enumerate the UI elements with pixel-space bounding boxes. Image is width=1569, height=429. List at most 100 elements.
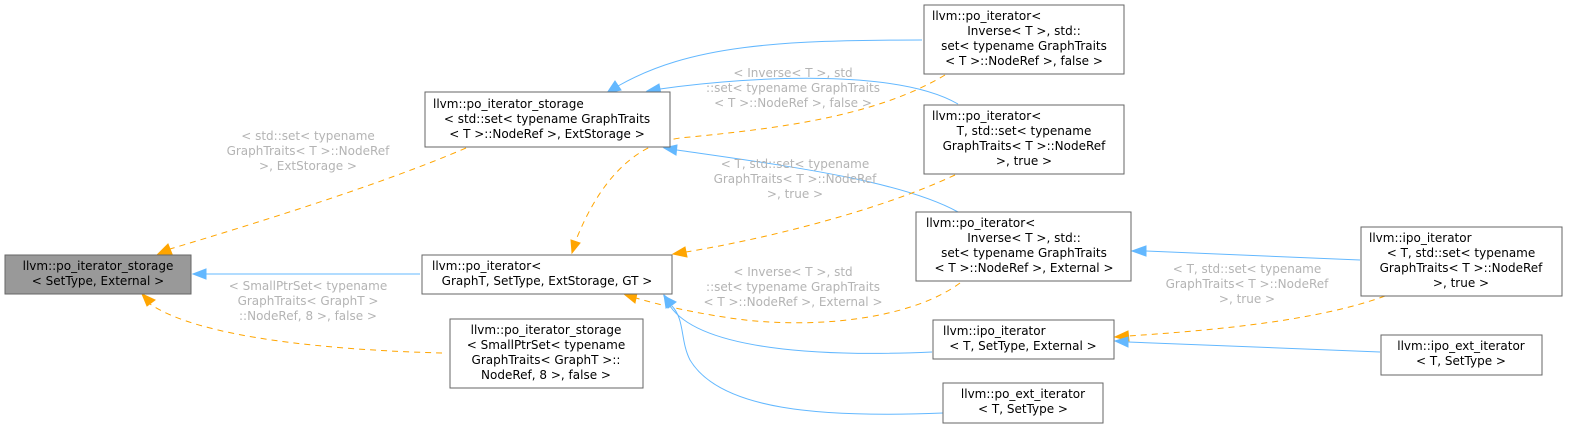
edge-arrowhead — [570, 239, 581, 255]
edge-label-line: >, ExtStorage > — [259, 159, 357, 173]
node-label-line: < T, SetType > — [1416, 354, 1506, 368]
node-label-line: NodeRef, 8 >, false > — [481, 368, 611, 382]
edge-po-inv-false-to-po-iterator — [575, 74, 946, 241]
edge-label-line: < T >::NodeRef >, false > — [714, 96, 872, 110]
edge-label-smallptrset: < SmallPtrSet< typename GraphTraits< Gra… — [229, 279, 387, 323]
node-label-line: llvm::po_iterator_storage — [23, 259, 174, 273]
edge-label-true-ipo: < T, std::set< typename GraphTraits< T >… — [1166, 262, 1330, 306]
edge-arrowhead — [1113, 336, 1129, 348]
node-label-line: llvm::ipo_ext_iterator — [1397, 339, 1525, 353]
edge-label-line: ::NodeRef, 8 >, false > — [239, 309, 377, 323]
edge-label-line: GraphTraits< T >::NodeRef — [227, 144, 391, 158]
edge-label-true-po: < T, std::set< typename GraphTraits< T >… — [714, 157, 878, 201]
edge-ipo-true-to-ipo-iterator — [1127, 295, 1386, 337]
node-label-line: < T, SetType, External > — [949, 339, 1096, 353]
edge-arrowhead — [663, 295, 677, 309]
edge-ipo-iterator-to-po-iterator — [669, 305, 933, 354]
node-label-line: < T >::NodeRef >, false > — [945, 54, 1103, 68]
node-box — [932, 319, 1115, 360]
edge-arrowhead — [141, 293, 156, 307]
node-label-line: GraphTraits< T >::NodeRef — [943, 139, 1107, 153]
node-label-line: < std::set< typename GraphTraits — [444, 112, 650, 126]
node-label-line: < T >::NodeRef >, ExtStorage > — [449, 127, 645, 141]
node-label-line: llvm::ipo_iterator — [943, 324, 1046, 338]
edge-po-inv-false-to-storage-ext — [617, 39, 923, 87]
node-po-iterator-storage-smallptrset[interactable]: llvm::po_iterator_storage < SmallPtrSet<… — [449, 318, 644, 389]
node-label-line: >, true > — [996, 154, 1052, 168]
edge-label-line: < T >::NodeRef >, External > — [703, 295, 882, 309]
node-label-line: < T >::NodeRef >, External > — [934, 261, 1113, 275]
node-label-line: llvm::po_iterator< — [926, 216, 1035, 230]
node-ipo-iterator-external[interactable]: llvm::ipo_iterator < T, SetType, Externa… — [932, 319, 1115, 360]
node-ipo-ext-iterator[interactable]: llvm::ipo_ext_iterator < T, SetType > — [1380, 334, 1543, 376]
node-po-iterator-inverse-false[interactable]: llvm::po_iterator< Inverse< T >, std:: s… — [923, 4, 1125, 75]
node-label-line: llvm::ipo_iterator — [1369, 231, 1472, 245]
edge-arrowhead — [191, 268, 207, 280]
node-po-ext-iterator[interactable]: llvm::po_ext_iterator < T, SetType > — [942, 382, 1104, 424]
edge-arrowhead — [671, 246, 688, 258]
edge-label-line: >, true > — [767, 187, 823, 201]
node-label-line: < SmallPtrSet< typename — [467, 338, 625, 352]
node-label-line: llvm::po_iterator< — [432, 259, 541, 273]
edge-label-line: GraphTraits< GraphT > — [238, 294, 379, 308]
edge-po-ext-iterator-to-po-iterator — [671, 305, 944, 415]
edge-label-inverse-false: < Inverse< T >, std ::set< typename Grap… — [706, 66, 880, 110]
node-box — [424, 91, 671, 148]
node-po-iterator-inverse-external[interactable]: llvm::po_iterator< Inverse< T >, std:: s… — [915, 211, 1132, 282]
edge-label-line: ::set< typename GraphTraits — [706, 81, 880, 95]
edge-label-line: < Inverse< T >, std — [733, 66, 852, 80]
edge-po-true-to-storage-ext — [659, 77, 959, 105]
node-ipo-iterator-true[interactable]: llvm::ipo_iterator < T, std::set< typena… — [1360, 226, 1563, 297]
node-label-line: Inverse< T >, std:: — [967, 231, 1081, 245]
node-label-line: >, true > — [1433, 276, 1489, 290]
edge-ipo-true-to-po-inv-external — [1145, 250, 1361, 261]
edge-arrowhead — [156, 243, 173, 255]
edge-label-line: GraphTraits< T >::NodeRef — [1166, 277, 1330, 291]
edge-label-line: < T, std::set< typename — [721, 157, 870, 171]
node-box — [449, 318, 644, 389]
node-label-line: Inverse< T >, std:: — [967, 24, 1081, 38]
node-po-iterator-storage-std-set-extstorage[interactable]: llvm::po_iterator_storage < std::set< ty… — [424, 91, 671, 148]
node-label-line: llvm::po_iterator_storage — [471, 323, 622, 337]
edge-po-true-to-po-iterator — [685, 174, 956, 253]
node-label-line: set< typename GraphTraits — [941, 39, 1107, 53]
node-label-line: set< typename GraphTraits — [941, 246, 1107, 260]
edge-storage-ext-to-storage-external — [169, 147, 467, 250]
edge-label-line: GraphTraits< T >::NodeRef — [714, 172, 878, 186]
edge-po-inv-external-to-storage-ext — [676, 149, 959, 213]
node-box — [1380, 334, 1543, 376]
node-label-line: GraphT, SetType, ExtStorage, GT > — [442, 274, 653, 288]
node-label-line: T, std::set< typename — [956, 124, 1092, 138]
edge-label-line: < T, std::set< typename — [1173, 262, 1322, 276]
edge-label-line: < SmallPtrSet< typename — [229, 279, 387, 293]
node-label-line: < T, SetType > — [978, 402, 1068, 416]
node-box — [421, 254, 673, 295]
edge-ipo-ext-iterator-to-ipo-iterator — [1127, 341, 1381, 353]
node-box — [915, 211, 1132, 282]
node-label-line: llvm::po_iterator< — [932, 109, 1041, 123]
node-po-iterator-storage-settype-external[interactable]: llvm::po_iterator_storage < SetType, Ext… — [4, 254, 192, 295]
edge-storage-smallptr-to-storage-external — [149, 303, 443, 354]
edge-label-line: >, true > — [1219, 292, 1275, 306]
node-box — [942, 382, 1104, 424]
node-label-line: < T, std::set< typename — [1387, 246, 1536, 260]
node-label-line: GraphTraits< T >::NodeRef — [1380, 261, 1544, 275]
node-label-line: llvm::po_ext_iterator — [961, 387, 1085, 401]
edge-label-std-set-extstorage: < std::set< typename GraphTraits< T >::N… — [227, 129, 391, 173]
node-box — [4, 254, 192, 295]
node-label-line: llvm::po_iterator< — [932, 9, 1041, 23]
edge-label-line: < Inverse< T >, std — [733, 265, 852, 279]
node-po-iterator-true[interactable]: llvm::po_iterator< T, std::set< typename… — [923, 104, 1125, 175]
edge-arrowhead — [1130, 245, 1147, 257]
edge-label-inverse-external: < Inverse< T >, std ::set< typename Grap… — [703, 265, 882, 309]
node-label-line: < SetType, External > — [32, 274, 164, 288]
edge-arrowhead — [605, 80, 622, 94]
node-box — [923, 4, 1125, 75]
node-po-iterator-generic[interactable]: llvm::po_iterator< GraphT, SetType, ExtS… — [421, 254, 673, 295]
node-box — [1360, 226, 1563, 297]
node-box — [923, 104, 1125, 175]
node-label-line: llvm::po_iterator_storage — [433, 97, 584, 111]
edge-label-line: ::set< typename GraphTraits — [706, 280, 880, 294]
edge-label-line: < std::set< typename — [241, 129, 375, 143]
